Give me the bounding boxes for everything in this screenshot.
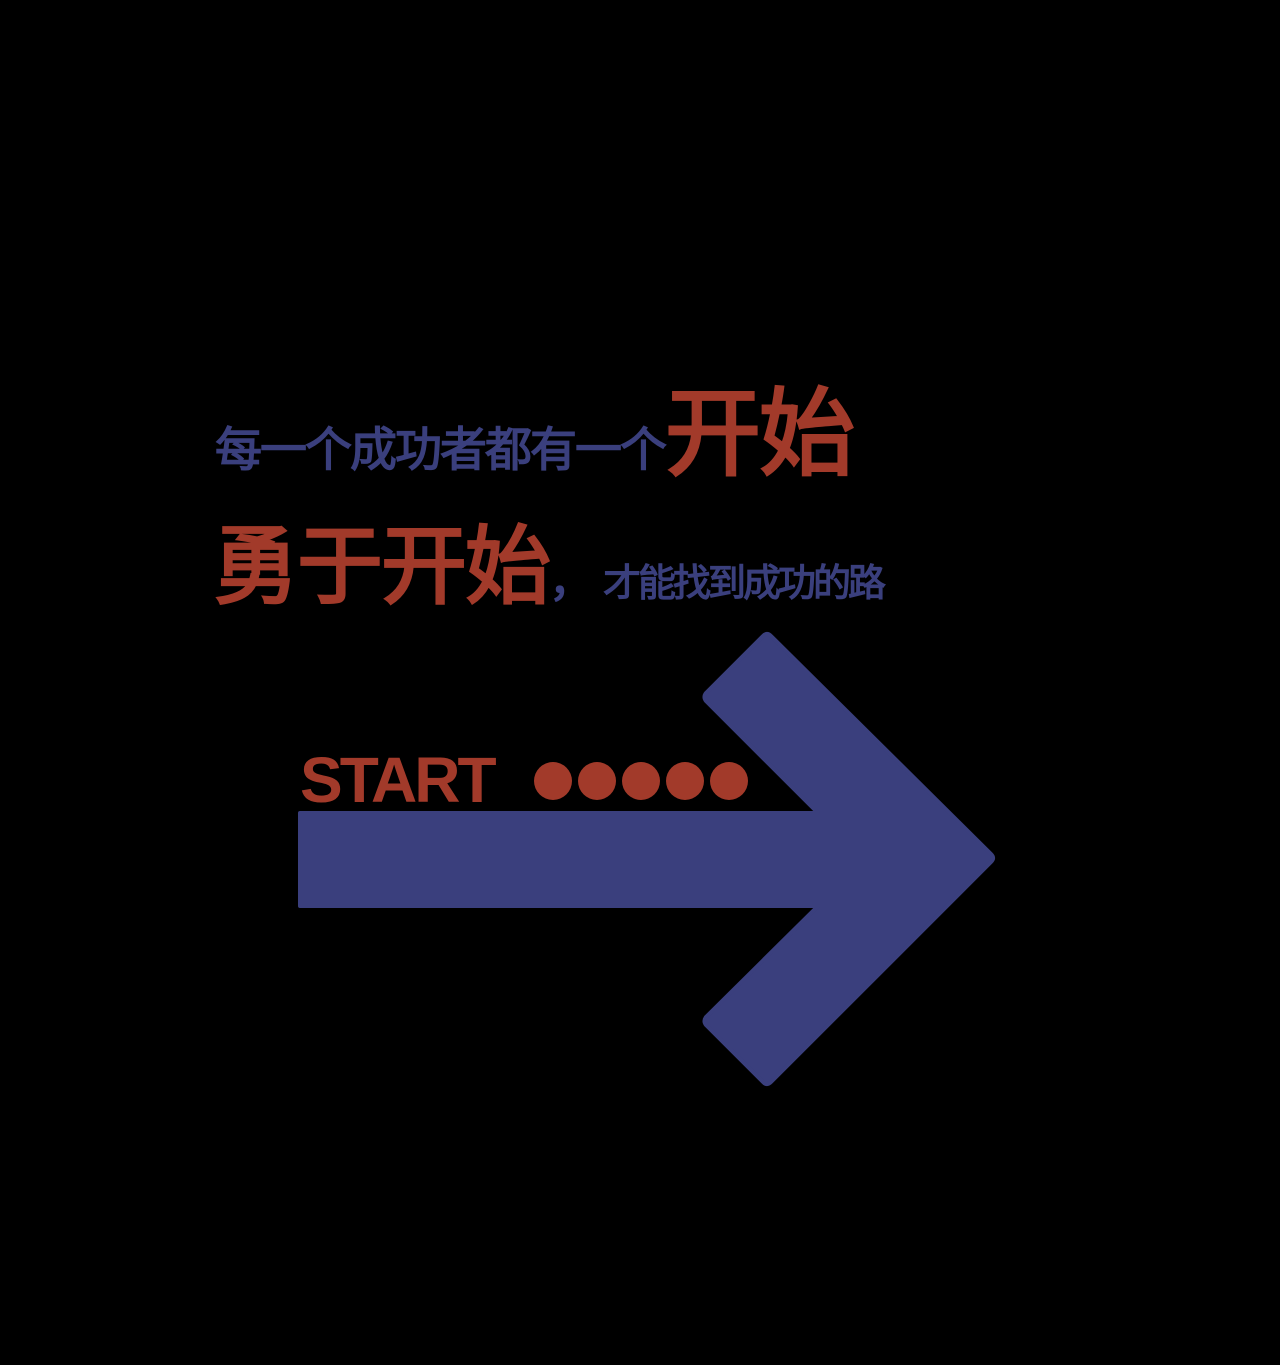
headline-line-2: 勇于开始 ， 才能找到成功的路	[213, 510, 886, 617]
headline-lead-text: 每一个成功者都有一个	[215, 423, 667, 478]
subline-emphasis-text: 勇于开始	[213, 517, 551, 617]
subline-tail-text: 才能找到成功的路	[603, 561, 886, 605]
subline-comma: ，	[549, 556, 593, 607]
dot-icon	[710, 762, 748, 800]
dot-icon	[534, 762, 572, 800]
headline-emphasis-text: 开始	[665, 378, 855, 490]
progress-dots	[534, 762, 748, 800]
start-label: START	[300, 744, 497, 816]
headline-line-1: 每一个成功者都有一个 开始	[215, 372, 855, 490]
dot-icon	[666, 762, 704, 800]
dot-icon	[622, 762, 660, 800]
arrow-shape	[298, 632, 995, 1086]
dot-icon	[578, 762, 616, 800]
